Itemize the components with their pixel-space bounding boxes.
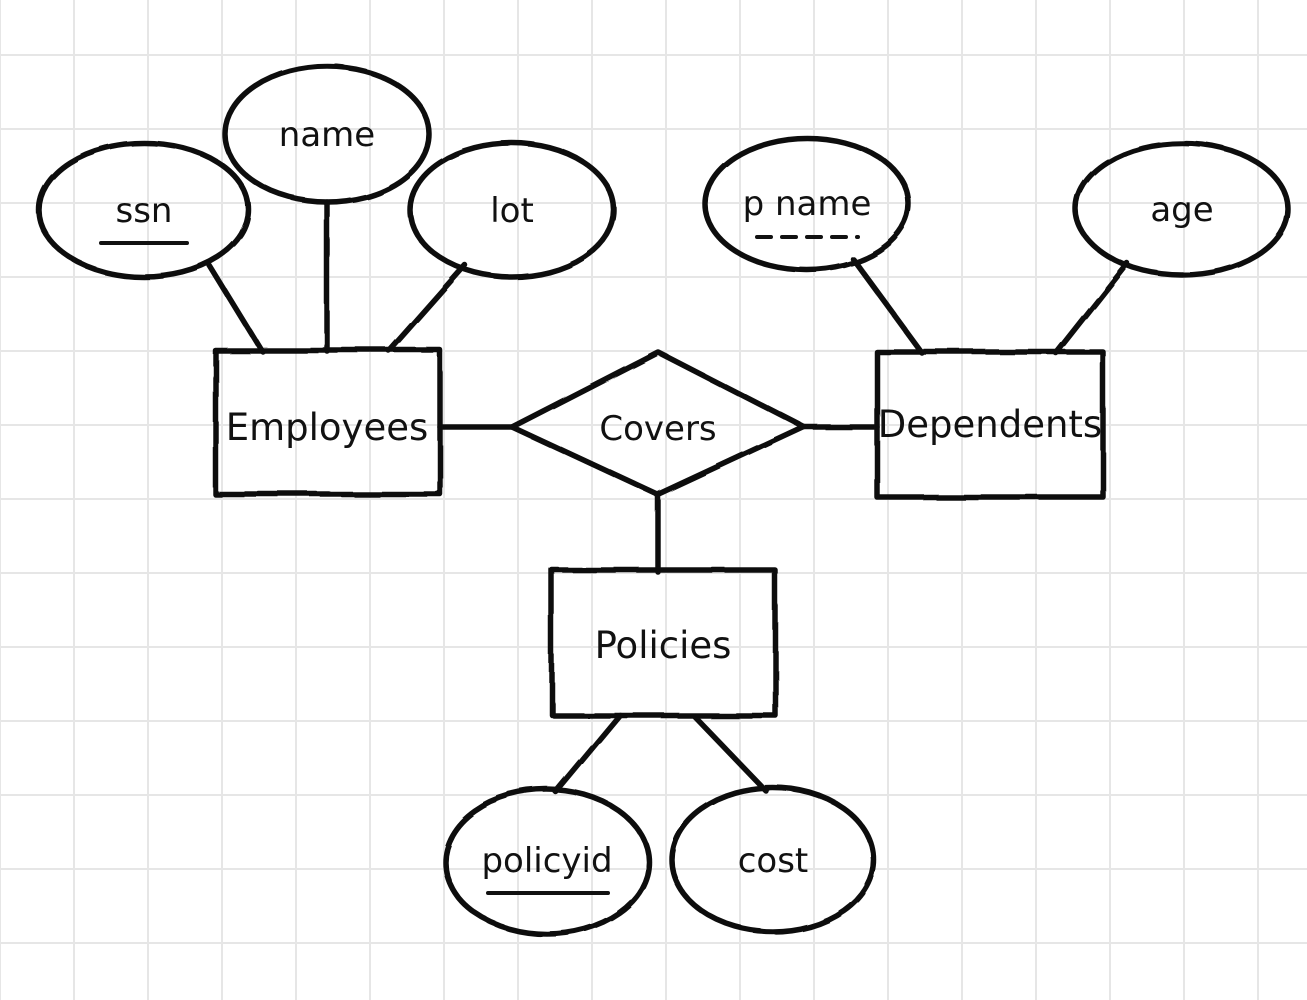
entity-dependents-box — [874, 349, 1106, 500]
attribute-policyid-label: policyid — [481, 841, 612, 881]
attribute-cost-ellipse — [669, 785, 877, 935]
attribute-policyid-ellipse — [442, 787, 652, 937]
relationship-covers-diamond — [509, 349, 807, 498]
connector-ssn-employees — [207, 263, 265, 354]
attribute-lot-label: lot — [490, 191, 534, 231]
attribute-age-label: age — [1150, 190, 1213, 230]
attribute-cost-label: cost — [738, 841, 809, 881]
entity-employees-label: Employees — [226, 406, 429, 449]
connector-lot-employees — [386, 262, 468, 354]
attribute-ssn-ellipse — [36, 140, 252, 280]
relationship-covers-label: Covers — [599, 409, 716, 449]
entity-policies-box — [549, 567, 778, 718]
attribute-name-ellipse — [222, 63, 432, 205]
attribute-age-ellipse — [1073, 140, 1291, 278]
attribute-pname-label: p name — [743, 184, 872, 224]
attribute-name-label: name — [279, 115, 375, 155]
connector-pname-dependents — [850, 256, 925, 356]
connector-age-dependents — [1053, 260, 1130, 356]
connector-policies-policyid — [553, 712, 623, 795]
attribute-pname-ellipse — [702, 135, 912, 273]
entity-dependents-label: Dependents — [878, 403, 1102, 446]
entity-employees-box — [212, 347, 443, 497]
attribute-lot-ellipse — [407, 140, 617, 280]
connector-policies-cost — [691, 713, 769, 794]
attribute-ssn-label: ssn — [116, 191, 173, 231]
entity-policies-label: Policies — [595, 624, 732, 667]
